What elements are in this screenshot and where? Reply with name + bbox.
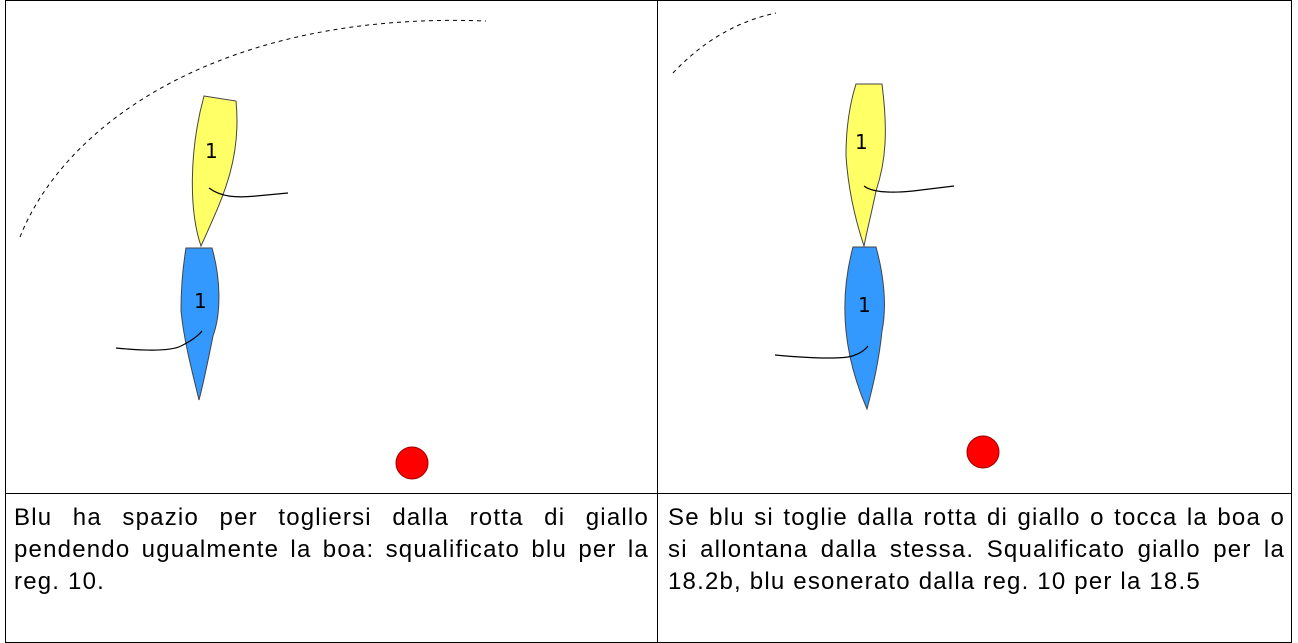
yellow-boat-hull xyxy=(845,83,886,248)
right-caption: Se blu si toglie dalla rotta di giallo o… xyxy=(668,504,1285,595)
red-mark-buoy xyxy=(966,435,1000,469)
yellow-boat-boom xyxy=(208,187,289,198)
diagram-table: 1 1 1 1 Blu ha spazio per togliersi dall… xyxy=(5,0,1292,643)
yellow-boat-label: 1 xyxy=(855,130,868,154)
yellow-boat-label: 1 xyxy=(205,139,218,163)
right-diagram: 1 1 xyxy=(672,12,1000,469)
right-diagram-panel: 1 1 xyxy=(657,0,1292,494)
left-diagram-panel: 1 1 xyxy=(5,0,658,494)
red-mark-buoy xyxy=(395,446,429,480)
blue-boat-label: 1 xyxy=(858,293,871,317)
blue-boat-hull xyxy=(844,246,885,411)
yellow-boat-boom xyxy=(863,185,955,193)
yellow-boat-hull xyxy=(191,95,238,248)
left-caption-cell: Blu ha spazio per togliersi dalla rotta … xyxy=(5,493,658,643)
blue-boat-boom xyxy=(115,330,203,351)
left-caption: Blu ha spazio per togliersi dalla rotta … xyxy=(14,504,649,595)
blue-boat-label: 1 xyxy=(194,289,207,313)
mark-zone-arc xyxy=(672,12,777,74)
right-caption-cell: Se blu si toglie dalla rotta di giallo o… xyxy=(657,493,1292,643)
blue-boat-boom xyxy=(774,345,869,359)
blue-boat-hull xyxy=(180,247,220,401)
mark-zone-arc xyxy=(19,19,487,238)
left-diagram: 1 1 xyxy=(19,19,487,480)
